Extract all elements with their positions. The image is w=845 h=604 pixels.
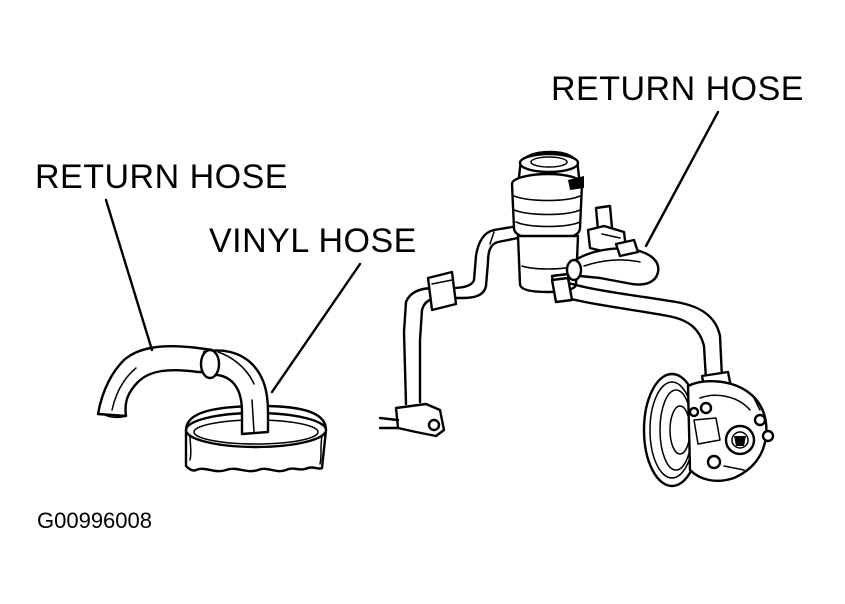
return-hose-right [565,204,660,286]
figure-code: G00996008 [37,508,152,533]
label-return-hose-right: RETURN HOSE [551,70,804,108]
power-steering-assembly [378,110,775,488]
supply-hose-to-pump [550,276,734,398]
reservoir [510,150,584,300]
mounting-bracket [378,402,446,438]
vinyl-hose [199,348,270,436]
return-hose-left [96,345,220,419]
power-steering-pump [642,372,775,488]
leader-vinyl-hose [270,262,362,394]
label-vinyl-hose: VINYL HOSE [209,222,417,260]
detail-return-hose-into-vinyl-hose [96,198,362,473]
leader-return-hose-left [104,198,154,352]
pressure-line-left [402,224,520,406]
label-return-hose-left: RETURN HOSE [35,158,288,196]
leader-return-hose-right [644,110,720,248]
